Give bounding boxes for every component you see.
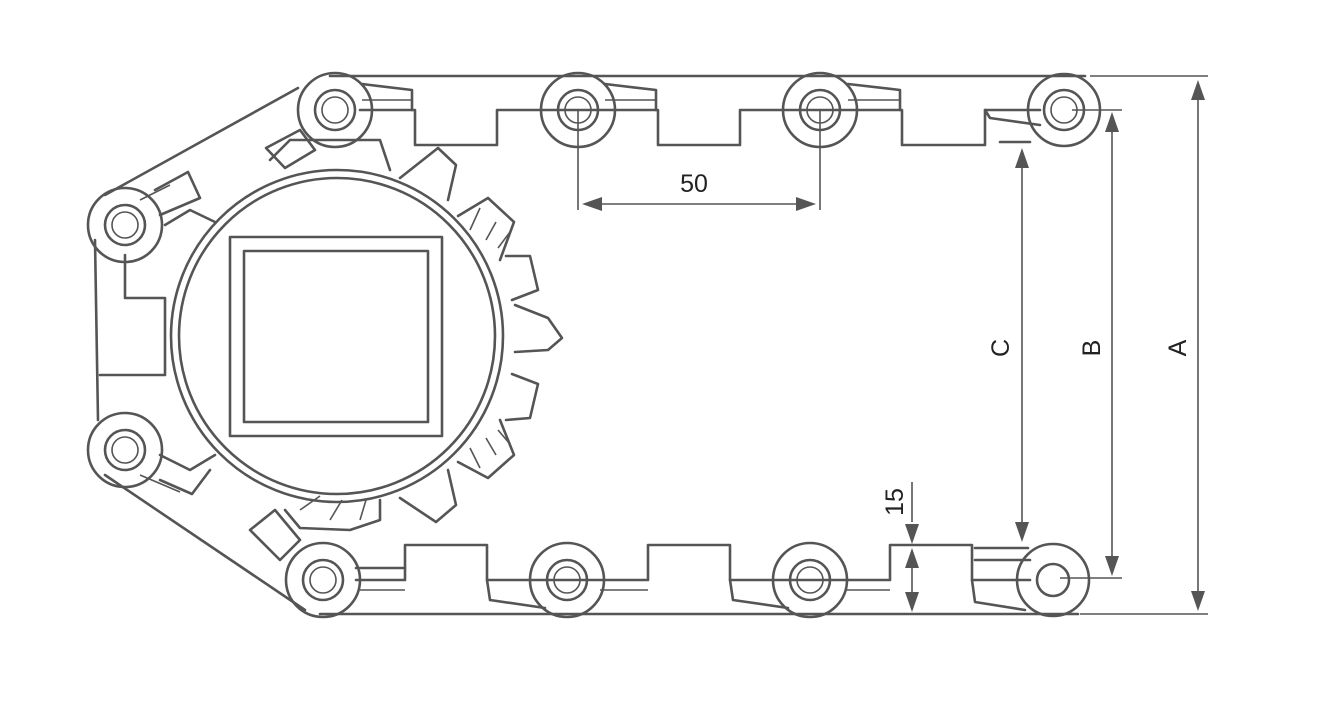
dimension-a: A: [1080, 75, 1208, 615]
dimension-pitch: 50: [577, 110, 821, 211]
dimension-b: B: [1060, 109, 1122, 579]
sprocket-rim-inner: [177, 176, 497, 496]
b-arrow-top: [1105, 112, 1119, 132]
c-arrow-top: [1015, 148, 1029, 168]
sprocket: [158, 138, 564, 532]
sprocket-rim-outer: [169, 168, 505, 504]
square-bore-outer: [228, 235, 444, 438]
thickness-arrow-bottom: [905, 592, 919, 612]
a-arrow-top: [1191, 80, 1205, 100]
a-arrow-bottom: [1191, 591, 1205, 611]
chain-pins: [86, 71, 1102, 619]
c-arrow-bottom: [1015, 522, 1029, 542]
pin-bottom-2: [528, 541, 606, 619]
pin-bottom-1: [284, 541, 362, 619]
pitch-label: 50: [680, 170, 708, 198]
b-arrow-bottom: [1105, 556, 1119, 576]
chain-wrap-links: [93, 86, 317, 612]
bottom-chain-inner-edge: [354, 543, 1032, 582]
square-bore-inner: [242, 249, 430, 424]
pin-top-1: [296, 71, 374, 149]
pin-left-upper: [86, 186, 164, 264]
pin-bottom-3: [771, 541, 849, 619]
thickness-arrow-top: [905, 524, 919, 544]
pin-left-lower: [86, 411, 164, 489]
thickness-arrow-mid: [905, 548, 919, 568]
b-label: B: [1078, 340, 1106, 357]
pitch-arrow-left: [582, 197, 602, 211]
thickness-label: 15: [881, 488, 909, 516]
a-label: A: [1164, 339, 1192, 356]
c-label: C: [987, 339, 1015, 357]
sprocket-teeth: [158, 138, 564, 532]
dimension-c: C: [987, 148, 1029, 542]
chain-top-run: [328, 74, 1087, 147]
pin-bottom-end: [1015, 542, 1091, 618]
dimension-thickness: 15: [881, 482, 930, 612]
chain-bottom-run: [318, 543, 1080, 616]
pitch-arrow-right: [796, 197, 816, 211]
top-chain-inner-edge: [358, 108, 1042, 147]
